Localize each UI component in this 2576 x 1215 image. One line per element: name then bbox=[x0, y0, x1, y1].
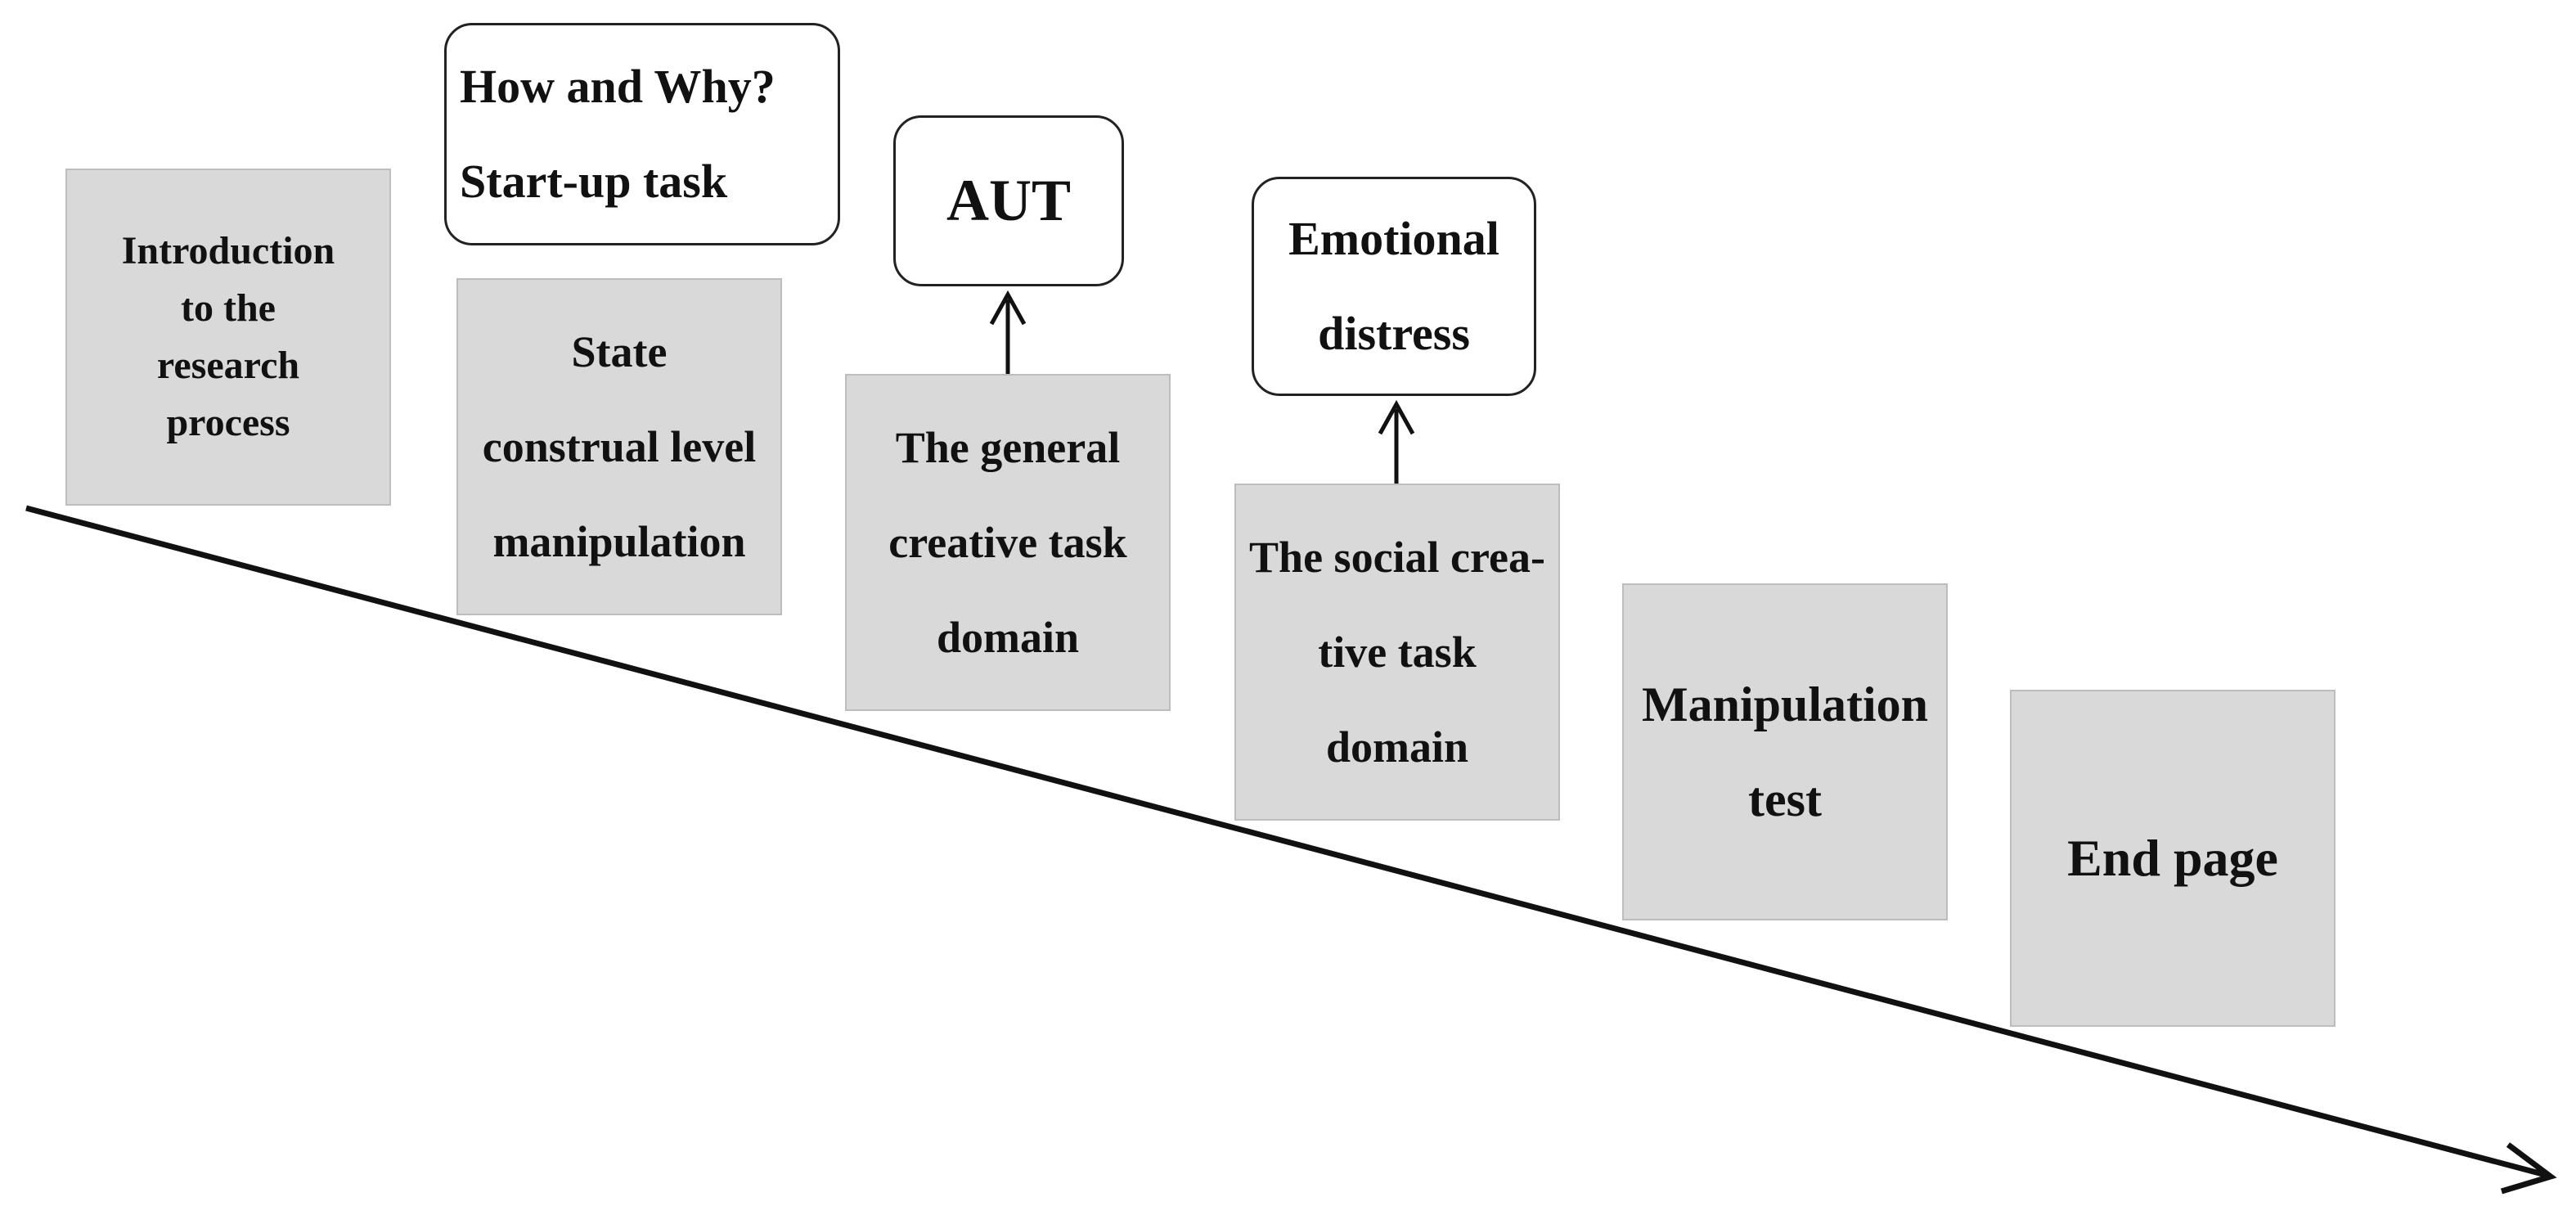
step-social-creative-task-label: The social crea- tive task domain bbox=[1249, 533, 1545, 772]
step-construal-manipulation: State construal level manipulation bbox=[456, 278, 782, 615]
step-end-page-label: End page bbox=[2067, 829, 2278, 887]
step-manipulation-test: Manipulation test bbox=[1622, 583, 1948, 920]
step-social-creative-task: The social crea- tive task domain bbox=[1234, 484, 1560, 821]
note-startup-task-label: How and Why? Start-up task bbox=[460, 60, 775, 208]
note-aut: AUT bbox=[893, 115, 1124, 286]
distress-connector-arrowhead bbox=[1378, 399, 1415, 435]
note-aut-label: AUT bbox=[946, 168, 1071, 233]
step-introduction: Introduction to the research process bbox=[65, 169, 391, 506]
timeline-arrowhead bbox=[2500, 1142, 2557, 1195]
aut-connector-arrowhead bbox=[989, 290, 1027, 326]
step-introduction-label: Introduction to the research process bbox=[121, 229, 335, 444]
note-emotional-distress-label: Emotional distress bbox=[1288, 212, 1499, 360]
step-end-page: End page bbox=[2010, 690, 2335, 1027]
note-emotional-distress: Emotional distress bbox=[1252, 177, 1536, 396]
step-general-creative-task-label: The general creative task domain bbox=[888, 423, 1127, 662]
note-startup-task: How and Why? Start-up task bbox=[444, 23, 840, 245]
step-manipulation-test-label: Manipulation test bbox=[1641, 677, 1929, 826]
step-construal-manipulation-label: State construal level manipulation bbox=[482, 327, 757, 566]
step-general-creative-task: The general creative task domain bbox=[845, 374, 1171, 711]
timeline-arrow-line bbox=[25, 505, 2547, 1178]
